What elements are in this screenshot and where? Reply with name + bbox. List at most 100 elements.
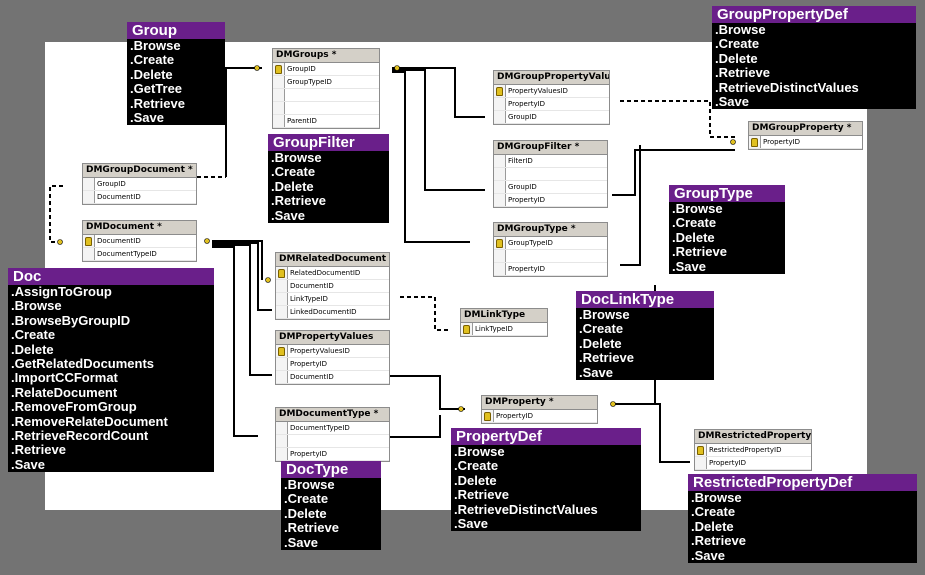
- method-item: .Save: [715, 94, 749, 110]
- primary-key-icon: [273, 63, 285, 75]
- method-item: .Create: [11, 327, 56, 343]
- method-item: .Save: [691, 547, 725, 563]
- box-doc: Doc.AssignToGroup.Browse.BrowseByGroupID…: [8, 268, 214, 473]
- table-row[interactable]: PropertyValuesID: [276, 345, 389, 358]
- table-row[interactable]: PropertyID: [695, 457, 811, 470]
- row-selector: [494, 181, 506, 193]
- table-row[interactable]: FilterID: [494, 155, 607, 168]
- table-dmproperty[interactable]: DMProperty *PropertyID: [481, 395, 598, 424]
- method-item: .BrowseByGroupID: [11, 312, 131, 328]
- table-dmdocumenttype[interactable]: DMDocumentType *DocumentTypeID PropertyID: [275, 407, 390, 462]
- method-item: .Retrieve: [271, 193, 326, 209]
- box-title: PropertyDef: [451, 428, 641, 445]
- table-row[interactable]: DocumentTypeID: [83, 248, 196, 261]
- box-grouptype: GroupType.Browse.Create.Delete.Retrieve.…: [669, 185, 785, 275]
- table-row[interactable]: DocumentID: [276, 371, 389, 384]
- table-row[interactable]: PropertyID: [749, 136, 862, 149]
- column-name: DocumentTypeID: [97, 250, 157, 258]
- box-title: GroupPropertyDef: [712, 6, 916, 23]
- column-name: PropertyID: [290, 360, 328, 368]
- table-row[interactable]: LinkTypeID: [276, 293, 389, 306]
- column-name: PropertyID: [508, 196, 546, 204]
- primary-key-icon: [461, 323, 473, 335]
- box-restrictedpropertydef: RestrictedPropertyDef.Browse.Create.Dele…: [688, 474, 917, 564]
- table-row[interactable]: [273, 89, 379, 102]
- method-item: .ImportCCFormat: [11, 370, 118, 386]
- method-item: .Retrieve: [579, 350, 634, 366]
- primary-key-icon: [695, 444, 707, 456]
- method-item: .Delete: [691, 518, 734, 534]
- rel-document-doctype: [212, 246, 258, 437]
- table-row[interactable]: PropertyID: [494, 194, 607, 207]
- table-row[interactable]: [494, 168, 607, 181]
- column-name: [506, 250, 508, 262]
- table-row[interactable]: PropertyID: [494, 98, 609, 111]
- method-item: .RemoveFromGroup: [11, 399, 137, 415]
- method-item: .RelateDocument: [11, 384, 118, 400]
- method-item: .Browse: [11, 298, 62, 314]
- table-title: DMDocumentType *: [276, 408, 389, 422]
- table-row[interactable]: DocumentID: [83, 191, 196, 204]
- method-item: .Create: [691, 504, 736, 520]
- table-row[interactable]: GroupTypeID: [273, 76, 379, 89]
- table-row[interactable]: GroupID: [494, 181, 607, 194]
- row-selector: [273, 102, 285, 114]
- column-name: FilterID: [508, 157, 533, 165]
- table-title: DMPropertyValues: [276, 331, 389, 345]
- rel-document-propvalues: [212, 244, 272, 376]
- table-row[interactable]: ParentID: [273, 115, 379, 128]
- table-row[interactable]: RestrictedPropertyID: [695, 444, 811, 457]
- table-row[interactable]: DocumentTypeID: [276, 422, 389, 435]
- rel-related-linktype: [400, 296, 450, 331]
- box-title: Group: [127, 22, 225, 39]
- table-row[interactable]: GroupID: [494, 111, 609, 124]
- table-row[interactable]: RelatedDocumentID: [276, 267, 389, 280]
- table-dmgroupfilter[interactable]: DMGroupFilter * FilterID GroupID PropertyID: [493, 140, 608, 208]
- table-row[interactable]: PropertyID: [276, 448, 389, 461]
- column-name: PropertyValuesID: [290, 347, 350, 355]
- row-selector: [273, 76, 285, 88]
- table-row[interactable]: [494, 250, 607, 263]
- method-item: .Save: [579, 364, 613, 380]
- box-title: RestrictedPropertyDef: [688, 474, 917, 491]
- row-selector: [494, 155, 506, 167]
- column-name: RestrictedPropertyID: [709, 446, 782, 454]
- table-row[interactable]: DocumentID: [276, 280, 389, 293]
- table-row[interactable]: LinkTypeID: [461, 323, 547, 336]
- table-row[interactable]: PropertyID: [276, 358, 389, 371]
- row-selector: [273, 89, 285, 101]
- table-row[interactable]: PropertyID: [494, 263, 607, 276]
- table-row[interactable]: GroupID: [273, 63, 379, 76]
- method-item: .RetrieveDistinctValues: [715, 79, 859, 95]
- table-row[interactable]: PropertyValuesID: [494, 85, 609, 98]
- column-name: LinkTypeID: [475, 325, 513, 333]
- method-item: .Save: [284, 534, 318, 550]
- rel-gfilter-groupproperty: [612, 149, 735, 196]
- box-title: Doc: [8, 268, 214, 285]
- column-name: GroupID: [287, 65, 316, 73]
- table-row[interactable]: [276, 435, 389, 448]
- table-row[interactable]: LinkedDocumentID: [276, 306, 389, 319]
- table-row[interactable]: PropertyID: [482, 410, 597, 423]
- rel-document-related: [212, 240, 263, 280]
- column-name: DocumentID: [290, 373, 334, 381]
- table-dmgroupproperty[interactable]: DMGroupProperty *PropertyID: [748, 121, 863, 150]
- primary-key-icon: [494, 237, 506, 249]
- table-title: DMGroupFilter *: [494, 141, 607, 155]
- table-row[interactable]: [273, 102, 379, 115]
- table-row[interactable]: DocumentID: [83, 235, 196, 248]
- table-row[interactable]: GroupTypeID: [494, 237, 607, 250]
- box-doclinktype: DocLinkType.Browse.Create.Delete.Retriev…: [576, 291, 714, 381]
- table-row[interactable]: GroupID: [83, 178, 196, 191]
- rel-document-related2: [212, 242, 272, 311]
